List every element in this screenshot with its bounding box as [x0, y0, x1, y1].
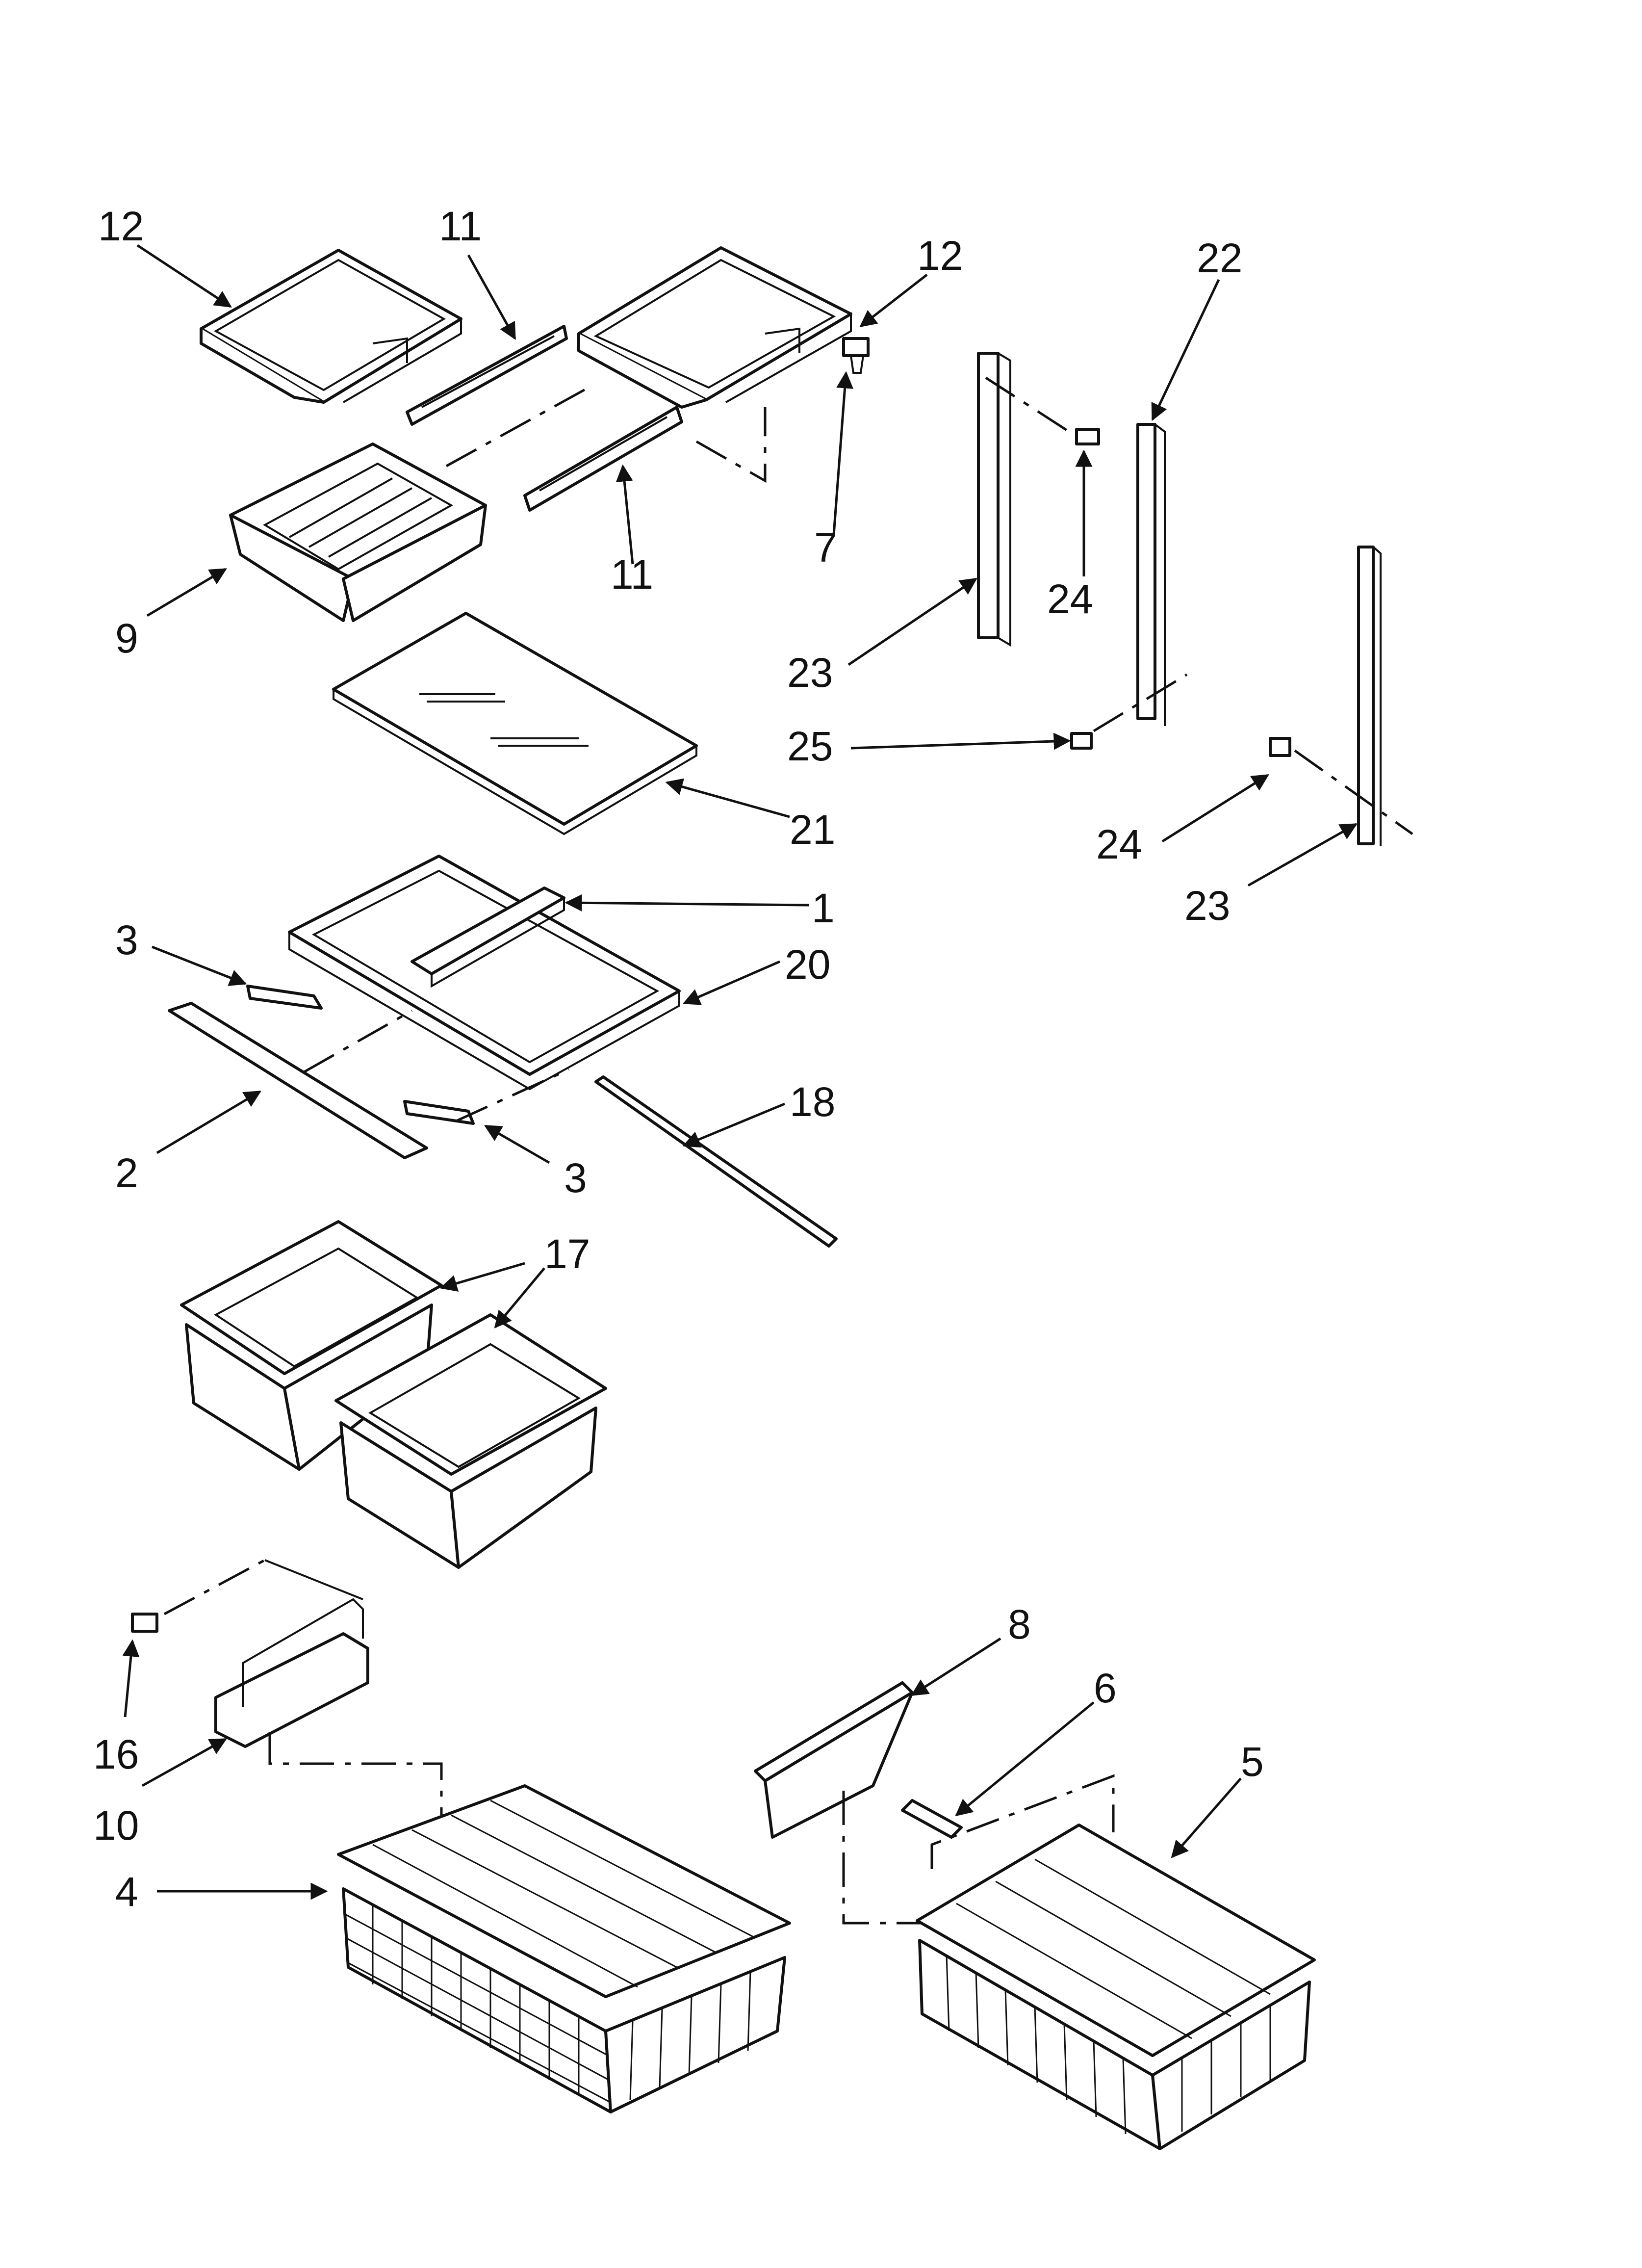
callout-6: 6	[1094, 1665, 1117, 1711]
crisper-bin-right	[334, 1313, 607, 1569]
callout-12-left: 12	[98, 203, 144, 249]
leader-lines	[122, 244, 1358, 1900]
callout-3-upper: 3	[115, 917, 138, 963]
screw-part-16	[131, 1613, 158, 1633]
pin-part-6	[901, 1799, 963, 1839]
callout-25: 25	[787, 723, 833, 769]
callout-20: 20	[785, 941, 830, 988]
callout-2: 2	[115, 1150, 138, 1196]
screw-part-24-upper	[1075, 428, 1100, 445]
callout-1: 1	[812, 885, 835, 931]
callout-7: 7	[814, 524, 837, 571]
callout-11-upper: 11	[439, 203, 482, 249]
callout-4: 4	[115, 1869, 138, 1915]
front-trim-part-2	[168, 1002, 428, 1159]
callout-3-lower: 3	[564, 1155, 587, 1201]
shelf-standard-left	[977, 352, 1011, 647]
rod-part-18	[594, 1075, 838, 1248]
basket-divider-part-8	[754, 1681, 914, 1839]
screw-part-24-lower	[1269, 737, 1291, 757]
callout-18: 18	[790, 1079, 835, 1125]
callout-24-lower: 24	[1096, 821, 1142, 867]
callout-5: 5	[1241, 1739, 1264, 1785]
shelf-standard-right	[1357, 546, 1382, 846]
basket-bracket-part-10	[214, 1559, 369, 1748]
screw-part-25	[1070, 732, 1093, 750]
crisper-cover-frame	[288, 855, 681, 1091]
glass-shelf	[332, 612, 698, 835]
clip-part-3-right	[403, 1100, 475, 1125]
crisper-drawer-small	[229, 443, 487, 622]
wire-basket-small	[916, 1824, 1316, 2150]
shelf-frame-right	[577, 246, 852, 409]
divider-bar-part-1	[410, 886, 565, 988]
callout-17: 17	[544, 1231, 590, 1277]
clip-part-3-left	[246, 985, 323, 1010]
callout-22: 22	[1197, 235, 1242, 281]
callout-23-lower: 23	[1184, 883, 1230, 929]
callout-12-right: 12	[917, 233, 963, 279]
callout-8: 8	[1008, 1601, 1031, 1647]
shelf-frame-left	[200, 249, 462, 404]
callout-10: 10	[93, 1802, 139, 1849]
screw-part-7	[842, 337, 870, 374]
shelf-rail-upper	[406, 325, 568, 426]
callout-21: 21	[790, 807, 835, 853]
shelf-rail-lower	[523, 406, 683, 512]
callout-9: 9	[115, 615, 138, 661]
callout-11-lower: 11	[611, 551, 653, 598]
callout-24-upper: 24	[1047, 576, 1093, 622]
callout-labels: 12 11 12 22 7 24 11 9 23 25 21 24 23 1 3…	[93, 203, 1264, 1915]
wire-basket-large	[337, 1784, 791, 2113]
shelf-standard-middle	[1136, 423, 1166, 726]
callout-16: 16	[93, 1731, 139, 1777]
callout-23-upper: 23	[787, 650, 833, 696]
